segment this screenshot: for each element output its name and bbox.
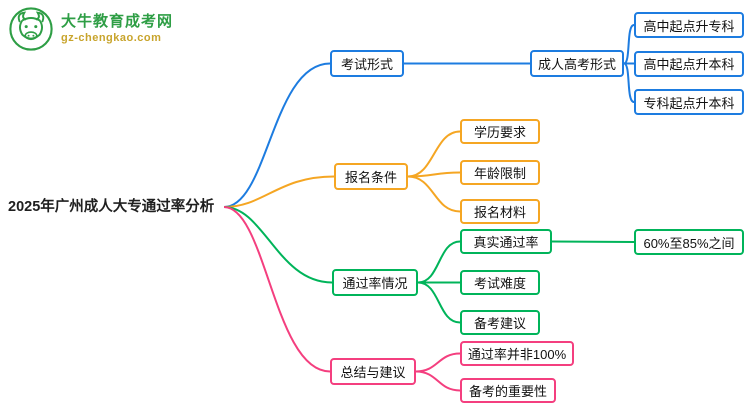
node-pass-rate-range: 60%至85%之间	[634, 229, 744, 255]
connector-adult-exam-college-bachelor	[623, 62, 635, 103]
node-pass-rate-not-100: 通过率并非100%	[460, 341, 574, 366]
node-highschool-to-bachelor: 高中起点升本科	[634, 50, 744, 77]
node-education-requirement: 学历要求	[460, 119, 540, 144]
connector-root-summary	[223, 206, 331, 373]
connector-requirements-materials	[407, 175, 461, 213]
connector-pass-rate-real-rate	[417, 240, 461, 284]
connector-root-exam-form	[223, 62, 331, 208]
mindmap-root-node: 2025年广州成人大专通过率分析	[8, 199, 215, 215]
node-highschool-to-college: 高中起点升专科	[634, 12, 744, 38]
connector-real-rate-range	[551, 240, 635, 243]
node-prep-importance: 备考的重要性	[460, 378, 556, 403]
connector-requirements-education	[407, 130, 461, 178]
connector-pass-rate-advice	[417, 281, 461, 324]
node-college-to-bachelor: 专科起点升本科	[634, 89, 744, 115]
node-prep-advice: 备考建议	[460, 310, 540, 335]
node-exam-form: 考试形式	[330, 50, 404, 77]
site-logo[interactable]: 大牛教育成考网 gz-chengkao.com	[8, 6, 173, 52]
logo-title: 大牛教育成考网	[61, 12, 174, 30]
node-adult-exam-form: 成人高考形式	[530, 50, 624, 77]
logo-subtitle: gz-chengkao.com	[61, 31, 162, 44]
node-registration-requirements: 报名条件	[334, 163, 408, 190]
node-real-pass-rate: 真实通过率	[460, 229, 552, 254]
connector-summary-not-100	[415, 352, 461, 373]
connector-summary-prep-importance	[415, 370, 461, 392]
node-exam-difficulty: 考试难度	[460, 270, 540, 295]
node-summary-suggestions: 总结与建议	[330, 358, 416, 385]
connector-root-requirements	[223, 175, 335, 208]
connector-root-pass-rate	[223, 206, 333, 284]
node-age-limit: 年龄限制	[460, 160, 540, 185]
bull-logo-icon	[9, 7, 53, 51]
node-registration-materials: 报名材料	[460, 199, 540, 224]
node-pass-rate-overview: 通过率情况	[332, 269, 418, 296]
connector-adult-exam-hs-college	[623, 24, 635, 65]
